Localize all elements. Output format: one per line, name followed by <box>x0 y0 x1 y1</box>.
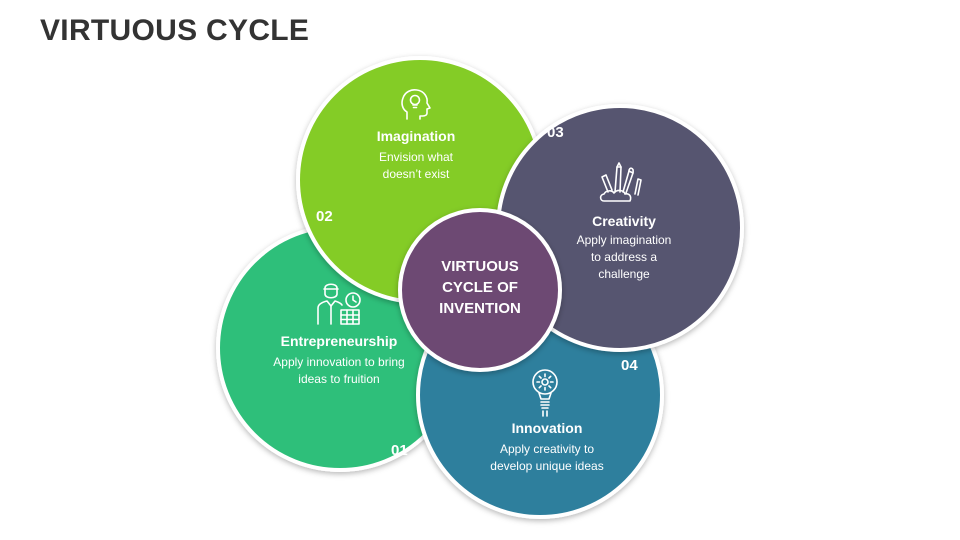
center-line1: VIRTUOUS <box>441 258 519 275</box>
entrepreneurship-label: Entrepreneurship Apply innovation to bri… <box>253 333 425 388</box>
innovation-desc-line2: develop unique ideas <box>490 459 604 473</box>
center-label: VIRTUOUS CYCLE OF INVENTION <box>410 256 550 319</box>
creativity-label: Creativity Apply imagination to address … <box>554 213 694 283</box>
art-supplies-icon <box>599 162 642 202</box>
entrepreneurship-number: 01 <box>391 442 408 459</box>
entrepreneurship-title: Entrepreneurship <box>280 333 398 349</box>
head-lightbulb-icon <box>401 89 431 120</box>
imagination-desc-line1: Envision what <box>378 150 454 164</box>
creativity-title: Creativity <box>592 213 656 229</box>
imagination-label: Imagination Envision what doesn’t exist <box>346 128 486 183</box>
gear-bulb-icon <box>532 369 558 417</box>
center-line3: INVENTION <box>439 300 521 317</box>
innovation-label: Innovation Apply creativity to develop u… <box>472 420 622 475</box>
entrepreneur-icon <box>317 283 361 325</box>
imagination-number: 02 <box>316 208 333 225</box>
innovation-desc-line1: Apply creativity to <box>499 442 595 456</box>
slide-title: VIRTUOUS CYCLE <box>40 14 310 47</box>
creativity-desc-line2: to address a <box>590 250 658 264</box>
imagination-desc-line2: doesn’t exist <box>382 167 450 181</box>
innovation-number: 04 <box>621 357 638 374</box>
innovation-title: Innovation <box>511 420 583 436</box>
entrepreneurship-desc-line1: Apply innovation to bring <box>273 355 405 369</box>
entrepreneurship-desc-line2: ideas to fruition <box>298 372 380 386</box>
center-line2: CYCLE OF <box>442 279 518 296</box>
center-circle <box>398 208 562 372</box>
creativity-desc-line1: Apply imagination <box>576 233 672 247</box>
creativity-desc-line3: challenge <box>598 267 650 281</box>
creativity-number: 03 <box>547 124 564 141</box>
imagination-title: Imagination <box>376 128 456 144</box>
